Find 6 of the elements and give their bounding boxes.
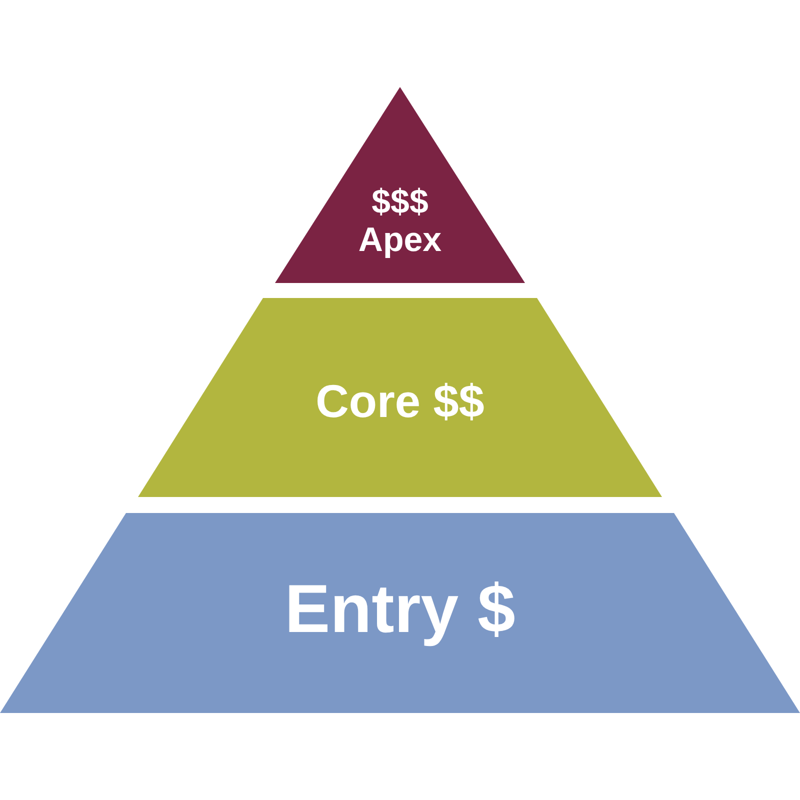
pyramid-tier <box>275 87 525 283</box>
tier-label: Entry $ <box>284 570 516 648</box>
pyramid-tier <box>138 298 662 497</box>
tier-label: $$$ Apex <box>358 182 442 260</box>
pyramid-tier <box>0 513 800 713</box>
tier-label: Core $$ <box>316 376 484 428</box>
